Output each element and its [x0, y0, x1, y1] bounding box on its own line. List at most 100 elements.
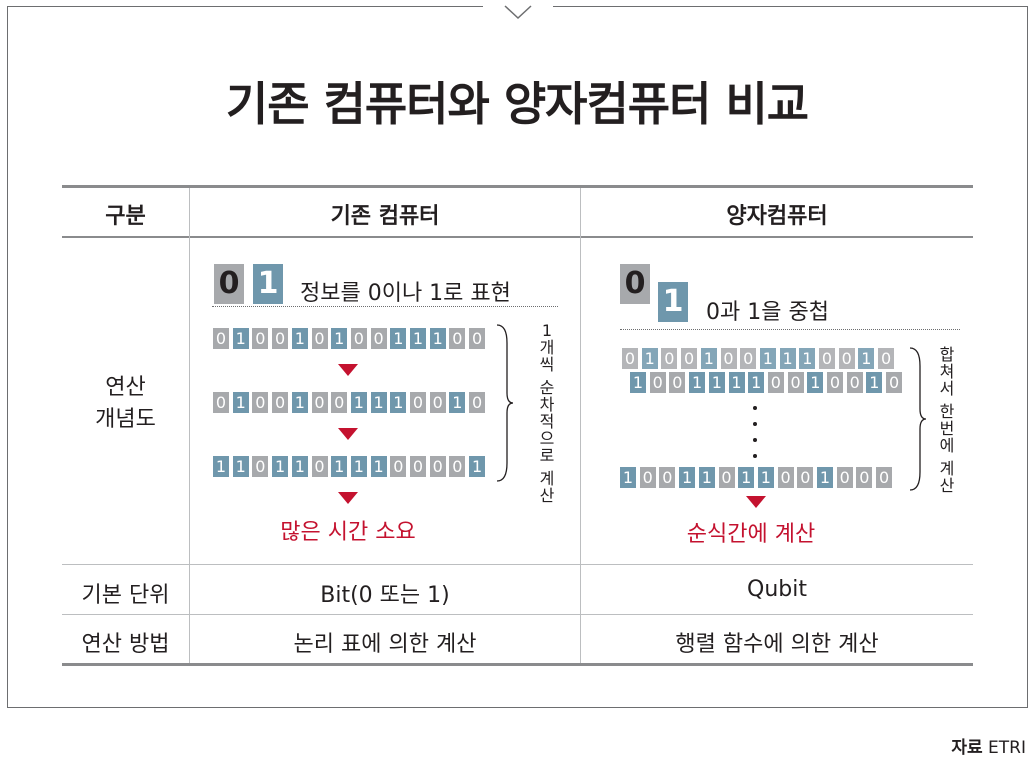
classic-info-text: 정보를 0이나 1로 표현 — [300, 281, 511, 306]
vertical-char: 으 — [539, 429, 555, 448]
bit-cell: 0 — [272, 328, 289, 349]
bit-cell: 0 — [213, 328, 229, 349]
bit-cell: 1 — [759, 348, 776, 369]
header-classic: 기존 컴퓨터 — [330, 204, 440, 229]
big-bit-zero: 0 — [620, 264, 650, 304]
bit-cell: 0 — [720, 348, 737, 369]
vertical-char: 한 — [939, 402, 955, 421]
quantum-method-value: 행렬 함수에 의한 계산 — [675, 632, 879, 657]
bit-cell: 1 — [779, 348, 796, 369]
bit-cell: 1 — [817, 467, 833, 488]
bit-cell: 1 — [232, 456, 249, 477]
bit-cell: 0 — [429, 392, 446, 413]
bit-cell: 1 — [370, 392, 387, 413]
bit-cell: 0 — [350, 328, 367, 349]
bit-cell: 0 — [856, 467, 873, 488]
vertical-char: 씩 — [539, 355, 555, 374]
bit-cell: 0 — [876, 467, 893, 488]
bit-cell: 1 — [689, 372, 706, 393]
infographic-frame — [7, 6, 1028, 708]
bit-cell: 1 — [620, 467, 636, 488]
bit-cell: 0 — [252, 456, 269, 477]
bit-cell: 1 — [858, 348, 875, 369]
source-note: 자료 ETRI — [951, 733, 1026, 758]
bit-cell: 0 — [311, 392, 328, 413]
quantum-result-text: 순식간에 계산 — [686, 522, 816, 547]
triangle-down-icon — [338, 492, 358, 504]
vertical-char: 서 — [939, 379, 955, 398]
bit-cell: 1 — [738, 467, 755, 488]
vertical-char: 1 — [541, 321, 553, 340]
bit-cell: 0 — [718, 467, 735, 488]
bit-cell: 1 — [469, 456, 486, 477]
bit-cell: 1 — [272, 456, 289, 477]
column-divider — [189, 188, 190, 663]
bit-cell: 1 — [700, 348, 717, 369]
ellipsis-dot — [753, 422, 757, 426]
bit-cell: 1 — [390, 328, 407, 349]
brace-icon — [909, 347, 927, 491]
frame-notch — [483, 0, 553, 25]
vertical-char: 쳐 — [939, 362, 955, 381]
row-label-concept: 연산 개념도 — [95, 375, 156, 432]
bit-cell: 1 — [799, 348, 816, 369]
bit-cell: 1 — [748, 372, 765, 393]
bit-cell: 1 — [232, 328, 249, 349]
source-value: ETRI — [988, 738, 1026, 758]
row-label-method: 연산 방법 — [81, 632, 170, 657]
ellipsis-dot — [753, 406, 757, 410]
bit-cell: 0 — [410, 456, 426, 477]
big-bit-one: 1 — [253, 264, 283, 304]
bit-cell: 0 — [886, 372, 903, 393]
bit-cell: 0 — [669, 372, 686, 393]
bit-cell: 0 — [449, 456, 466, 477]
bit-cell: 0 — [836, 467, 853, 488]
classic-method-value: 논리 표에 의한 계산 — [293, 632, 477, 657]
bit-cell: 1 — [679, 467, 696, 488]
bit-cell: 1 — [370, 456, 387, 477]
classic-unit-value: Bit(0 또는 1) — [320, 583, 450, 608]
bit-cell: 0 — [252, 328, 269, 349]
ellipsis-dot — [753, 454, 757, 458]
bit-cell: 1 — [641, 348, 658, 369]
header-category: 구분 — [105, 204, 146, 229]
vertical-char: 계 — [539, 469, 555, 488]
bit-cell: 1 — [331, 328, 348, 349]
vertical-char: 적 — [539, 412, 555, 431]
triangle-down-icon — [338, 364, 358, 376]
bit-cell: 0 — [469, 328, 486, 349]
bit-cell: 1 — [291, 456, 308, 477]
vertical-char: 산 — [939, 476, 955, 495]
column-divider — [580, 188, 581, 663]
ellipsis-dot — [753, 438, 757, 442]
bit-cell: 0 — [649, 372, 666, 393]
bit-cell: 0 — [449, 328, 466, 349]
vertical-char: 산 — [539, 486, 555, 505]
bit-cell: 0 — [622, 348, 638, 369]
bit-cell: 0 — [410, 392, 426, 413]
brace-icon — [496, 324, 514, 482]
header-quantum: 양자컴퓨터 — [726, 204, 828, 229]
bit-cell: 0 — [740, 348, 757, 369]
table-row-rule — [62, 614, 973, 615]
bit-cell: 0 — [390, 456, 407, 477]
bit-cell: 1 — [728, 372, 745, 393]
bit-cell: 0 — [838, 348, 855, 369]
bit-cell: 1 — [291, 392, 308, 413]
bit-cell: 0 — [311, 456, 328, 477]
vertical-char: 순 — [539, 378, 555, 397]
table-top-rule — [62, 185, 973, 188]
bit-cell: 1 — [213, 456, 229, 477]
quantum-unit-value: Qubit — [747, 577, 807, 602]
quantum-info-text: 0과 1을 중첩 — [706, 300, 829, 325]
bit-cell: 1 — [350, 456, 367, 477]
classic-result-text: 많은 시간 소요 — [280, 520, 416, 545]
bit-cell: 1 — [807, 372, 824, 393]
page-title: 기존 컴퓨터와 양자컴퓨터 비교 — [225, 77, 809, 131]
bit-cell: 0 — [252, 392, 269, 413]
bit-cell: 1 — [708, 372, 725, 393]
dotted-divider — [212, 306, 558, 307]
bit-cell: 0 — [370, 328, 387, 349]
